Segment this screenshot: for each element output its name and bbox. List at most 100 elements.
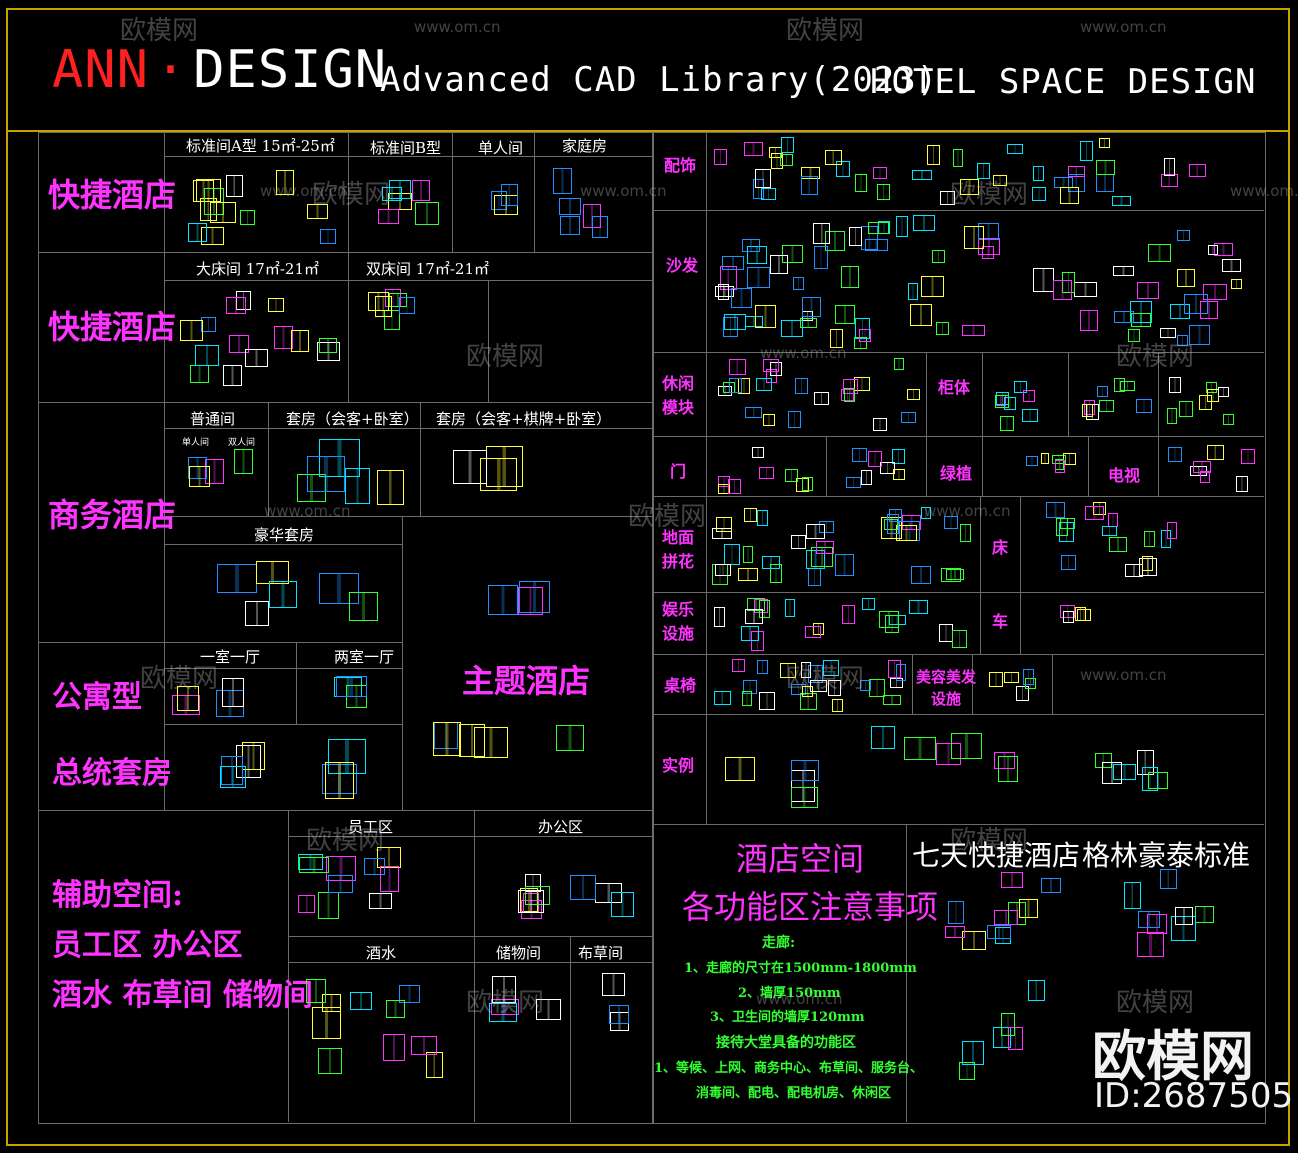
room-plan-thumb — [1138, 911, 1160, 928]
furniture-thumb — [1082, 404, 1093, 417]
furniture-thumb — [751, 631, 764, 651]
col-single: 单人间 — [478, 139, 524, 157]
note-line: 1、走廊的尺寸在1500mm-1800mm — [684, 961, 917, 976]
furniture-thumb — [1184, 294, 1208, 314]
note-line: 2、墙厚150mm — [738, 986, 841, 1001]
furniture-thumb — [1206, 382, 1217, 393]
room-plan-thumb — [1008, 1027, 1023, 1050]
library-subtitle: Advanced CAD Library(2023) — [380, 60, 939, 100]
furniture-thumb — [1108, 513, 1118, 527]
furniture-thumb — [849, 227, 862, 246]
furniture-thumb — [814, 392, 829, 405]
room-plan-thumb — [993, 1027, 1011, 1048]
furniture-thumb — [823, 660, 839, 676]
watermark-cn: 欧模网 — [306, 826, 385, 856]
room-plan-thumb — [411, 1036, 437, 1055]
furniture-thumb — [1136, 399, 1152, 413]
furniture-thumb — [806, 550, 825, 569]
room-plan-thumb — [519, 581, 550, 613]
furniture-thumb — [1007, 144, 1023, 154]
category-presidential: 总统套房 — [52, 756, 172, 791]
label-beauty: 美容美发 设施 — [916, 668, 977, 708]
furniture-thumb — [896, 216, 908, 237]
furniture-thumb — [841, 266, 859, 288]
furniture-thumb — [1148, 772, 1168, 789]
room-plan-thumb — [217, 564, 257, 593]
furniture-thumb — [825, 231, 845, 251]
room-plan-thumb — [312, 1007, 341, 1039]
col-family: 家庭房 — [562, 137, 608, 155]
furniture-thumb — [1102, 762, 1122, 784]
furniture-thumb — [761, 188, 776, 200]
furniture-thumb — [725, 757, 755, 781]
room-plan-thumb — [326, 856, 356, 881]
room-plan-thumb — [222, 678, 244, 707]
furniture-thumb — [908, 283, 918, 300]
col-divider — [1088, 436, 1089, 496]
watermark-cn: 欧模网 — [786, 664, 865, 694]
furniture-thumb — [859, 329, 871, 342]
furniture-thumb — [868, 451, 882, 467]
furniture-thumb — [832, 699, 843, 712]
col-subheader-line — [164, 280, 652, 281]
furniture-thumb — [884, 519, 898, 530]
room-plan-thumb — [386, 1000, 405, 1018]
furniture-thumb — [868, 222, 889, 234]
furniture-thumb — [977, 163, 990, 179]
room-plan-thumb — [291, 330, 309, 352]
room-plan-thumb — [994, 910, 1018, 925]
col-divider — [488, 280, 489, 402]
category-aux-1: 辅助空间: — [52, 878, 184, 913]
category-express-1: 快捷酒店 — [48, 176, 177, 214]
furniture-thumb — [960, 179, 979, 195]
furniture-thumb — [1113, 764, 1136, 780]
furniture-thumb — [889, 509, 902, 522]
furniture-thumb — [1000, 416, 1014, 431]
furniture-thumb — [801, 176, 818, 195]
outer-frame — [6, 8, 1290, 1146]
furniture-thumb — [1063, 611, 1074, 623]
watermark-site: www.om.cn — [264, 502, 351, 520]
category-business: 商务酒店 — [48, 496, 177, 534]
room-plan-thumb — [382, 187, 402, 201]
furniture-thumb — [995, 395, 1009, 408]
label-tv: 电视 — [1108, 466, 1141, 485]
label-cabinet: 柜体 — [938, 378, 971, 397]
furniture-thumb — [1203, 284, 1227, 300]
watermark-cn: 欧模网 — [786, 16, 865, 46]
furniture-thumb — [852, 448, 867, 462]
furniture-thumb — [871, 726, 895, 749]
brand-logo: ANN·DESIGN — [52, 40, 387, 100]
furniture-thumb — [756, 378, 772, 391]
furniture-thumb — [869, 679, 885, 697]
furniture-thumb — [1022, 409, 1038, 422]
col-divider — [980, 496, 981, 654]
furniture-thumb — [742, 239, 760, 252]
room-plan-thumb — [525, 874, 541, 892]
row-divider — [652, 210, 1264, 211]
watermark-cn: 欧模网 — [312, 180, 391, 210]
col-subheader-line — [164, 544, 402, 545]
furniture-thumb — [1077, 609, 1091, 621]
room-plan-thumb — [336, 676, 367, 697]
furniture-thumb — [921, 276, 944, 297]
furniture-thumb — [1033, 268, 1054, 292]
room-plan-thumb — [269, 581, 297, 608]
room-plan-thumb — [1124, 882, 1141, 909]
room-plan-thumb — [201, 317, 216, 332]
furniture-thumb — [716, 517, 732, 532]
col-divider — [452, 132, 453, 252]
furniture-thumb — [1128, 329, 1140, 342]
furniture-thumb — [1096, 160, 1115, 175]
furniture-thumb — [939, 624, 953, 642]
col-big-bed: 大床间 17㎡-21㎡ — [196, 260, 320, 278]
room-plan-thumb — [236, 291, 251, 310]
furniture-thumb — [791, 535, 806, 549]
room-plan-thumb — [518, 890, 544, 913]
row-accessories: 配饰 — [664, 156, 697, 175]
watermark-cn: 欧模网 — [466, 342, 545, 372]
watermark-cn: 欧模网 — [120, 16, 199, 46]
room-plan-thumb — [602, 973, 625, 996]
furniture-thumb — [960, 524, 971, 542]
furniture-thumb — [1041, 453, 1049, 464]
